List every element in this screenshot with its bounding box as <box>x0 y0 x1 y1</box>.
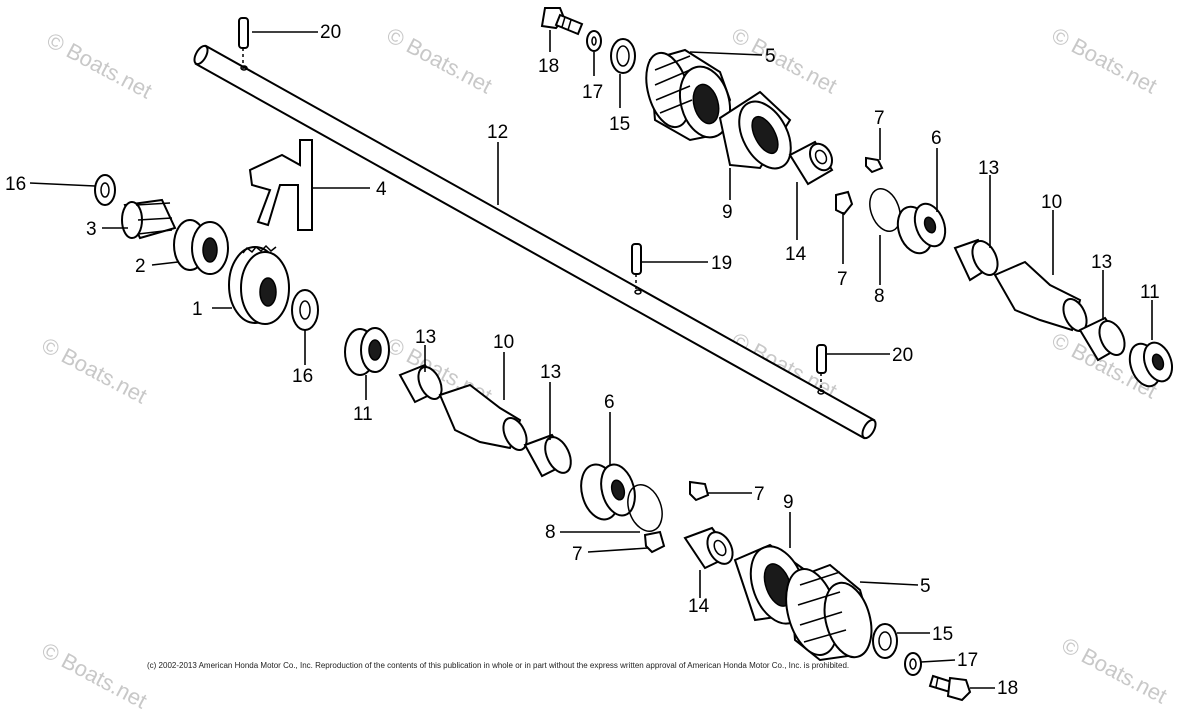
spacer-10-left <box>438 383 528 451</box>
callout-8-top: 8 <box>874 286 885 307</box>
leader-lines <box>29 30 1153 689</box>
callout-9-lower: 9 <box>783 492 794 513</box>
shift-plate-6-lower <box>580 463 636 521</box>
bearing-13-left <box>398 363 443 404</box>
callout-10-left: 10 <box>493 332 514 353</box>
washer-15-top <box>610 38 636 74</box>
collar-9-top <box>718 90 792 170</box>
circlip-8-top <box>869 188 901 232</box>
gear-1 <box>228 244 290 325</box>
watermark: © Boats.net <box>1058 632 1172 708</box>
bolt-lower <box>928 674 972 702</box>
clip-7-lower-a <box>689 480 710 502</box>
spacer-10-right <box>993 260 1088 332</box>
bearing-13-mid <box>523 433 572 478</box>
shift-plate-6-top <box>896 202 947 255</box>
bushing-14-top <box>788 140 834 186</box>
needle-bearing-3 <box>121 198 177 240</box>
watermark-layer: © Boats.net © Boats.net © Boats.net © Bo… <box>38 22 1172 710</box>
callout-17-lower: 17 <box>957 650 978 671</box>
callout-7-lower-b: 7 <box>572 544 583 565</box>
callout-labels: 20 18 17 5 15 12 7 6 16 4 9 14 13 10 3 2… <box>5 22 1160 699</box>
watermark: © Boats.net <box>38 332 152 408</box>
washer-17-top <box>586 30 602 52</box>
callout-16-lower: 16 <box>292 366 313 387</box>
circlip-8-lower <box>627 484 663 532</box>
copyright-notice: (c) 2002-2013 American Honda Motor Co., … <box>147 661 849 670</box>
callout-7-top-b: 7 <box>837 269 848 290</box>
callout-2: 2 <box>135 256 146 277</box>
callout-13-mid: 13 <box>540 362 561 383</box>
callout-7-lower-a: 7 <box>754 484 765 505</box>
bolt-top <box>540 7 584 36</box>
watermark: © Boats.net <box>383 22 497 98</box>
callout-11-left: 11 <box>353 404 373 425</box>
callout-13-top: 13 <box>978 158 999 179</box>
callout-11-right: 11 <box>1140 282 1160 303</box>
callout-9-top: 9 <box>722 202 733 223</box>
washer-16-lower <box>291 289 319 331</box>
callout-10-right: 10 <box>1041 192 1062 213</box>
callout-18-lower: 18 <box>997 678 1018 699</box>
callout-18-top: 18 <box>538 56 559 77</box>
bearing-11-left <box>344 327 390 376</box>
callout-13-right: 13 <box>1091 252 1112 273</box>
callout-16-left: 16 <box>5 174 26 195</box>
callout-8-lower: 8 <box>545 522 556 543</box>
callout-15-top: 15 <box>609 114 630 135</box>
callout-3: 3 <box>86 219 97 240</box>
watermark: © Boats.net <box>1048 22 1162 98</box>
bearing-11-right <box>1128 341 1174 388</box>
drum-2 <box>173 219 229 275</box>
watermark: © Boats.net <box>43 27 157 103</box>
callout-6-lower: 6 <box>604 392 615 413</box>
washer-15-lower <box>872 623 898 659</box>
callout-7-top-a: 7 <box>874 108 885 129</box>
washer-16-left <box>94 174 116 206</box>
callout-14-top: 14 <box>785 244 807 265</box>
clip-7-top-b <box>835 190 854 216</box>
callout-17-top: 17 <box>582 82 603 103</box>
callout-20-right: 20 <box>892 345 913 366</box>
callout-19: 19 <box>711 253 732 274</box>
callout-4: 4 <box>376 179 387 200</box>
callout-12: 12 <box>487 122 508 143</box>
callout-5-lower: 5 <box>920 576 931 597</box>
bearing-13-right <box>1078 316 1126 362</box>
bushing-14-lower <box>683 526 734 570</box>
watermark: © Boats.net <box>728 22 842 98</box>
shift-drum-shaft <box>193 44 877 440</box>
washer-17-lower <box>904 652 922 676</box>
fork-4 <box>248 139 313 231</box>
callout-13-left: 13 <box>415 327 436 348</box>
callout-15-lower: 15 <box>932 624 953 645</box>
callout-5-top: 5 <box>765 46 776 67</box>
bearing-13-upper <box>953 238 999 282</box>
clip-7-top-a <box>865 156 884 174</box>
pin-top <box>238 17 249 70</box>
gear-5-lower <box>785 563 873 662</box>
callout-1: 1 <box>192 299 203 320</box>
watermark: © Boats.net <box>38 637 152 710</box>
callout-6-top: 6 <box>931 128 942 149</box>
clip-7-lower-b <box>643 530 666 554</box>
gear-5-top <box>645 48 732 142</box>
callout-20-top: 20 <box>320 22 341 43</box>
pin-middle <box>631 243 642 292</box>
callout-14-lower: 14 <box>688 596 710 617</box>
pin-right <box>816 344 827 392</box>
